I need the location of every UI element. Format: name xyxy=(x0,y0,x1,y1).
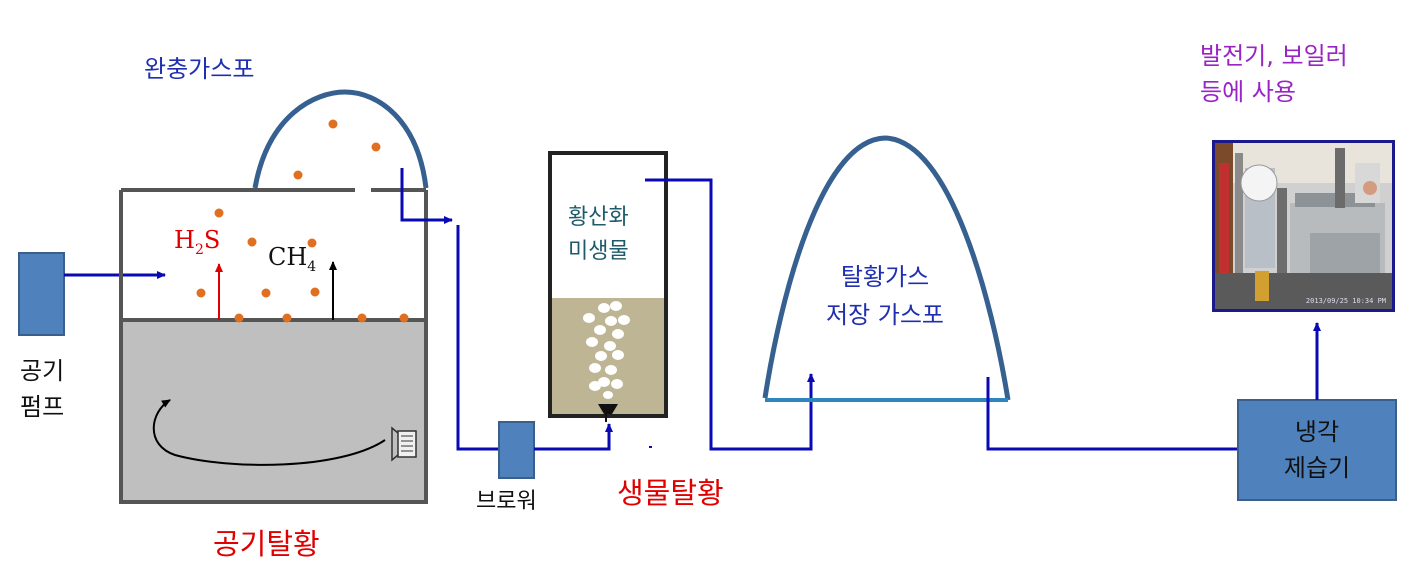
usage-label: 발전기, 보일러 등에 사용 xyxy=(1200,38,1348,110)
sulfur-microbe-line1: 황산화 xyxy=(568,205,629,230)
storage-gas-holder-label: 탈황가스 저장 가스포 xyxy=(800,258,970,334)
sulfur-microbe-label: 황산화 미생물 xyxy=(568,201,629,269)
air-pump-label-line2: 펌프 xyxy=(20,393,65,421)
mixing-arrow xyxy=(152,399,386,466)
sulfur-microbe-line2: 미생물 xyxy=(568,239,629,264)
buffer-gas-holder-label: 완충가스포 xyxy=(144,55,255,83)
chiller-box xyxy=(1237,399,1397,501)
pipe-to-blower xyxy=(456,225,499,451)
diffuser-icon xyxy=(598,404,618,414)
air-pump-label: 공기 펌프 xyxy=(20,353,64,425)
air-bubbles xyxy=(583,301,630,399)
generator-photo: 2013/09/25 10:34 PM xyxy=(1212,140,1395,312)
chiller-label: 냉각 제습기 xyxy=(1238,414,1396,486)
storage-label-line2: 저장 가스포 xyxy=(825,301,945,329)
ch4-label: CH4 xyxy=(268,243,316,276)
bio-desulfurization-label: 생물탈황 xyxy=(617,476,724,510)
buffer-gas-dome xyxy=(252,89,429,189)
pipe-storage-to-chiller xyxy=(986,377,1238,451)
biofilter-column xyxy=(548,151,668,418)
ch4-label-ch: CH xyxy=(268,243,308,271)
h2s-label-s: S xyxy=(203,226,221,254)
chiller-label-line2: 제습기 xyxy=(1283,454,1351,482)
pipe-biofilter-to-storage xyxy=(645,178,815,451)
blower-box xyxy=(498,421,535,479)
storage-gas-dome xyxy=(762,135,1011,401)
digester-sludge xyxy=(121,320,426,502)
h2s-label-h: H xyxy=(174,226,195,254)
usage-label-line1: 발전기, 보일러 xyxy=(1200,42,1348,70)
blower-label: 브로워 xyxy=(476,489,537,514)
air-pump-box xyxy=(18,252,65,336)
h2s-label-sub: 2 xyxy=(194,241,204,258)
air-desulfurization-label: 공기탈황 xyxy=(213,527,320,561)
pipe-blower-to-biofilter xyxy=(534,423,613,451)
photo-timestamp: 2013/09/25 10:34 PM xyxy=(1305,297,1386,305)
digester-wall xyxy=(119,190,428,504)
h2s-label: H2S xyxy=(174,226,220,259)
chiller-label-line1: 냉각 xyxy=(1294,418,1340,446)
gas-outlet-pipe xyxy=(400,168,453,224)
storage-label-line1: 탈황가스 xyxy=(840,263,930,291)
mixer-icon xyxy=(391,426,417,462)
h2s-droplets xyxy=(196,119,409,323)
air-pump-label-line1: 공기 xyxy=(20,357,65,385)
usage-label-line2: 등에 사용 xyxy=(1200,78,1296,106)
ch4-label-sub: 4 xyxy=(307,258,317,275)
